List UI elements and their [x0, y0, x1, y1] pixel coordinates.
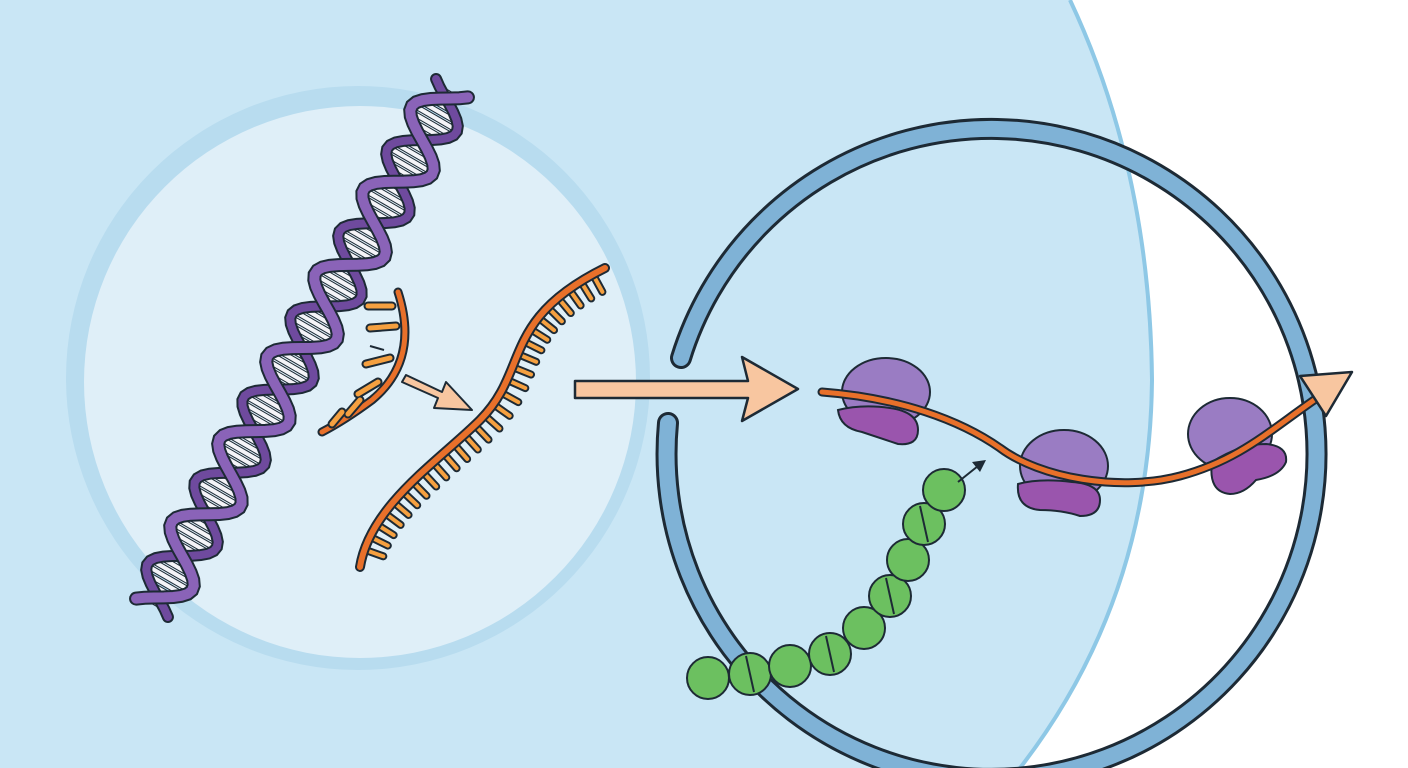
- base-pair: [387, 145, 434, 175]
- base-pair: [362, 187, 410, 218]
- polypeptide-chain: [686, 460, 986, 700]
- ribosome: [1187, 397, 1288, 496]
- peptide-bond-mark: [885, 577, 895, 615]
- base-pair: [194, 478, 242, 509]
- amino-acid: [686, 656, 730, 700]
- mature-mrna: [355, 263, 610, 572]
- amino-acid: [842, 606, 886, 650]
- amino-acid: [768, 644, 812, 688]
- base-pair: [313, 272, 361, 302]
- processing-arrow: [401, 374, 473, 411]
- peptide-bond-mark: [825, 635, 835, 673]
- cell-membrane: [1018, 0, 1155, 768]
- base-pair: [268, 351, 315, 381]
- base-pair: [289, 315, 336, 345]
- base-pair: [411, 103, 459, 133]
- cytoplasmic-mrna: [817, 370, 1354, 488]
- peptide-bond-mark: [745, 655, 755, 693]
- peptide-bond-mark: [919, 505, 929, 543]
- export-arrow: [573, 355, 800, 423]
- base-pair: [219, 436, 266, 466]
- base-pair: [243, 394, 291, 424]
- base-pair: [145, 563, 193, 593]
- base-pair: [170, 521, 217, 551]
- amino-acid: [922, 468, 966, 512]
- nascent-mrna: [317, 287, 410, 437]
- chain-arrow: [957, 465, 979, 483]
- dna-double-helix: [129, 72, 475, 624]
- base-pair: [338, 230, 385, 260]
- translation-arrowhead: [1298, 370, 1354, 418]
